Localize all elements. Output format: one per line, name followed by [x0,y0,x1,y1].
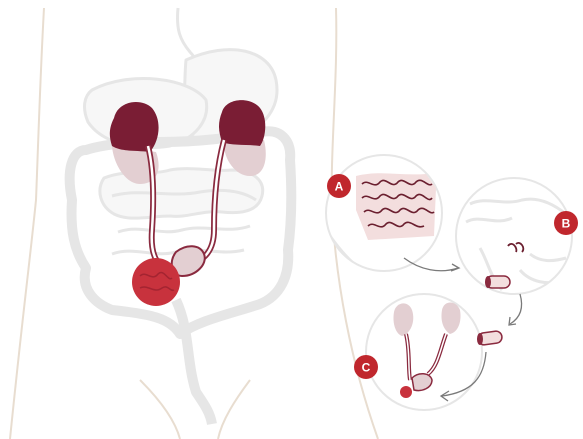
badge-b: B [554,211,578,235]
intestine-segment-2 [477,330,503,345]
step-b-panel [456,178,572,294]
digestive-organs [70,8,292,424]
badge-a: A [327,174,351,198]
right-kidney [219,100,265,146]
step-c-panel [366,294,482,410]
neobladder [132,258,180,306]
badge-b-label: B [562,217,571,231]
intestine-segment-1 [485,276,510,288]
badge-c-label: C [362,361,371,375]
badge-a-label: A [335,180,344,194]
badge-c: C [354,355,378,379]
step-a-panel [326,155,442,271]
